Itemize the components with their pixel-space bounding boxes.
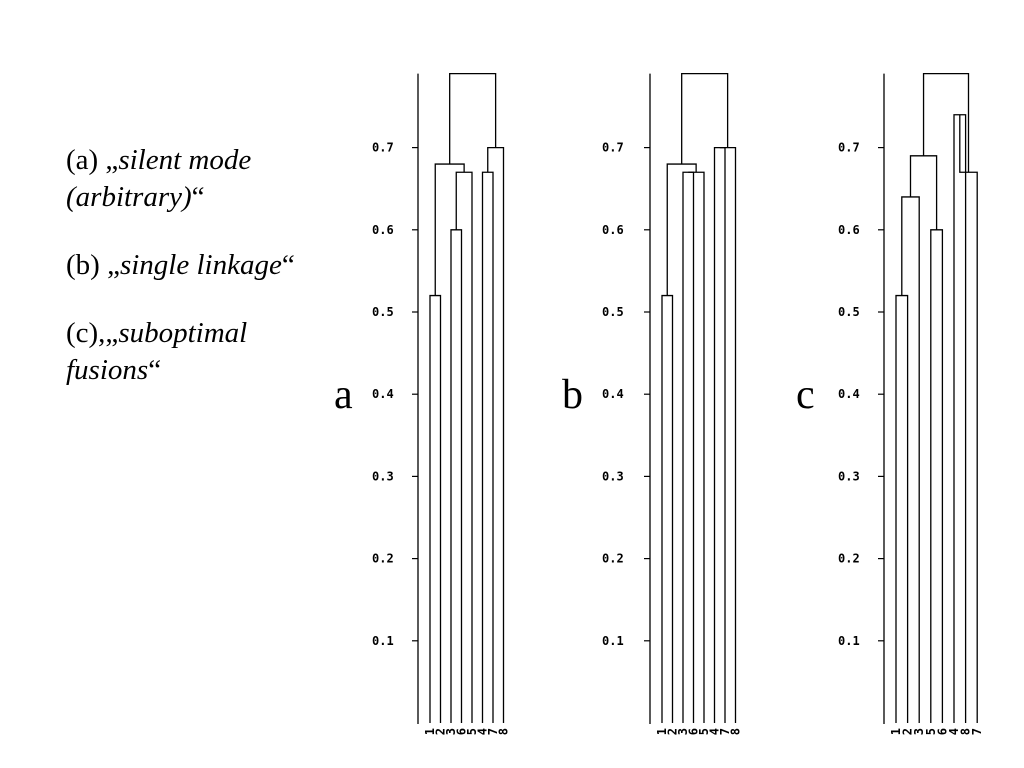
leaf-label-c-6: 6 (935, 728, 949, 735)
y-tick-label-c-4: 0.5 (838, 305, 860, 319)
merge-link-a-2 (455, 171, 473, 723)
y-tick-label-b-6: 0.7 (602, 141, 624, 155)
leaf-label-b-8: 8 (729, 728, 743, 735)
leaf-label-c-3: 3 (912, 728, 926, 735)
merge-link-c-5 (959, 114, 978, 723)
merge-link-c-0 (895, 294, 909, 723)
merge-link-a-3 (481, 171, 494, 723)
merge-link-b-5 (666, 163, 697, 296)
y-tick-label-c-1: 0.2 (838, 552, 860, 566)
y-tick-label-b-3: 0.4 (602, 387, 624, 401)
leaf-label-b-3: 3 (676, 728, 690, 735)
leaf-label-c-4: 4 (947, 728, 961, 735)
caption-a: (a) „silent mode (arbitrary)“ (66, 142, 326, 216)
leaf-label-a-8: 8 (497, 728, 511, 735)
merge-link-a-0 (429, 294, 442, 723)
panel-letter-b: b (562, 372, 583, 418)
y-tick-label-b-2: 0.3 (602, 469, 624, 483)
leaf-label-b-6: 6 (687, 728, 701, 735)
caption-a-italic: silent mode (arbitrary) (66, 144, 252, 213)
y-tick-label-c-5: 0.6 (838, 223, 860, 237)
caption-list: (a) „silent mode (arbitrary)“ (b) „singl… (66, 142, 326, 420)
merge-link-b-6 (681, 72, 729, 165)
y-tick-label-a-1: 0.2 (372, 552, 394, 566)
leaf-label-b-1: 1 (655, 728, 669, 735)
merge-link-a-4 (487, 146, 505, 723)
leaf-label-a-5: 5 (465, 728, 479, 735)
merge-link-c-3 (909, 155, 938, 230)
leaf-label-b-4: 4 (708, 728, 722, 735)
caption-c-italic: suboptimal fusions (66, 317, 248, 386)
y-tick-label-b-1: 0.2 (602, 552, 624, 566)
y-tick-label-a-3: 0.4 (372, 387, 394, 401)
y-tick-label-c-3: 0.4 (838, 387, 860, 401)
caption-b-prefix: (b) „ (66, 249, 120, 281)
merge-link-b-0 (661, 294, 674, 723)
leaf-label-c-5: 5 (924, 728, 938, 735)
merge-link-c-6 (922, 72, 970, 173)
caption-b-italic: single linkage (119, 249, 282, 281)
leaf-label-c-8: 8 (959, 728, 973, 735)
leaf-label-b-2: 2 (666, 728, 680, 735)
caption-c-prefix: (c),„ (66, 317, 119, 349)
leaf-label-c-7: 7 (970, 728, 984, 735)
merge-link-c-4 (953, 114, 967, 723)
y-tick-label-b-5: 0.6 (602, 223, 624, 237)
merge-link-c-2 (930, 229, 944, 723)
merge-link-a-6 (449, 72, 497, 165)
leaf-label-c-2: 2 (901, 728, 915, 735)
y-tick-label-a-0: 0.1 (372, 634, 394, 648)
leaf-label-a-7: 7 (486, 728, 500, 735)
leaf-label-c-1: 1 (889, 728, 903, 735)
caption-b: (b) „single linkage“ (66, 247, 326, 284)
merge-link-b-3 (713, 146, 726, 723)
y-tick-label-a-5: 0.6 (372, 223, 394, 237)
leaf-label-a-2: 2 (434, 728, 448, 735)
merge-link-c-1 (901, 196, 920, 723)
leaf-label-a-3: 3 (444, 728, 458, 735)
merge-link-b-1 (682, 171, 695, 723)
caption-c: (c),„suboptimal fusions“ (66, 315, 326, 389)
merge-link-b-2 (688, 171, 705, 723)
y-tick-label-a-2: 0.3 (372, 469, 394, 483)
caption-b-suffix: “ (281, 249, 295, 281)
merge-link-b-4 (719, 146, 737, 723)
leaf-label-b-5: 5 (697, 728, 711, 735)
leaf-label-a-4: 4 (476, 728, 490, 735)
caption-a-suffix: “ (191, 181, 205, 213)
leaf-label-a-1: 1 (423, 728, 437, 735)
panel-letter-a: a (334, 372, 353, 418)
y-tick-label-c-6: 0.7 (838, 141, 860, 155)
y-tick-label-c-0: 0.1 (838, 634, 860, 648)
merge-link-a-1 (450, 229, 463, 723)
y-tick-label-c-2: 0.3 (838, 469, 860, 483)
y-tick-label-a-6: 0.7 (372, 141, 394, 155)
panel-letter-c: c (796, 372, 815, 418)
caption-a-prefix: (a) „ (66, 144, 119, 176)
y-tick-label-b-4: 0.5 (602, 305, 624, 319)
y-tick-label-a-4: 0.5 (372, 305, 394, 319)
leaf-label-a-6: 6 (455, 728, 469, 735)
caption-c-suffix: “ (148, 354, 162, 386)
y-tick-label-b-0: 0.1 (602, 634, 624, 648)
leaf-label-b-7: 7 (718, 728, 732, 735)
